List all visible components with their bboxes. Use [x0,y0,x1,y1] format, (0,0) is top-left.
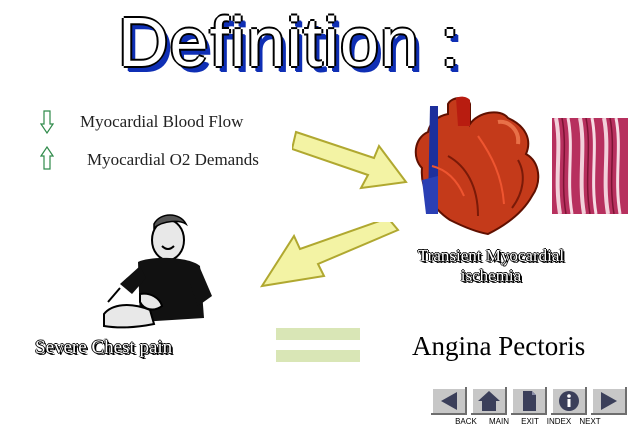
up-arrow-icon [40,146,54,170]
next-triangle-icon [601,392,617,410]
cause-label-o2-demand: Myocardial O2 Demands [87,150,259,169]
home-icon [478,391,500,411]
main-button[interactable] [470,386,508,416]
info-icon [559,391,579,411]
next-button[interactable] [590,386,628,416]
exit-label: EXIT [521,417,539,426]
chest-pain-man-illustration [103,214,212,329]
left-arrow-icon [259,222,400,288]
document-icon [523,391,536,411]
index-button[interactable] [550,386,588,416]
right-arrow-icon [292,130,408,190]
navigation-bar: BACK MAIN EXIT INDEX NEXT [430,386,628,426]
equals-sign-icon [276,324,360,366]
transient-ischemia-label: Transient Myocardial ischemia [417,246,565,285]
next-label: NEXT [579,417,601,426]
heart-illustration [414,96,540,236]
exit-button[interactable] [510,386,548,416]
severe-chest-pain-label: Severe Chest pain [35,337,173,358]
cause-label-blood-flow: Myocardial Blood Flow [80,112,244,131]
slide-title: Definition : [118,3,461,81]
index-label: INDEX [546,417,572,426]
angina-pectoris-label: Angina Pectoris [412,331,586,361]
back-triangle-icon [441,392,457,410]
muscle-tissue-illustration [552,118,628,214]
down-arrow-icon [40,110,54,134]
main-label: MAIN [489,417,509,426]
back-button[interactable] [430,386,468,416]
back-label: BACK [455,417,477,426]
